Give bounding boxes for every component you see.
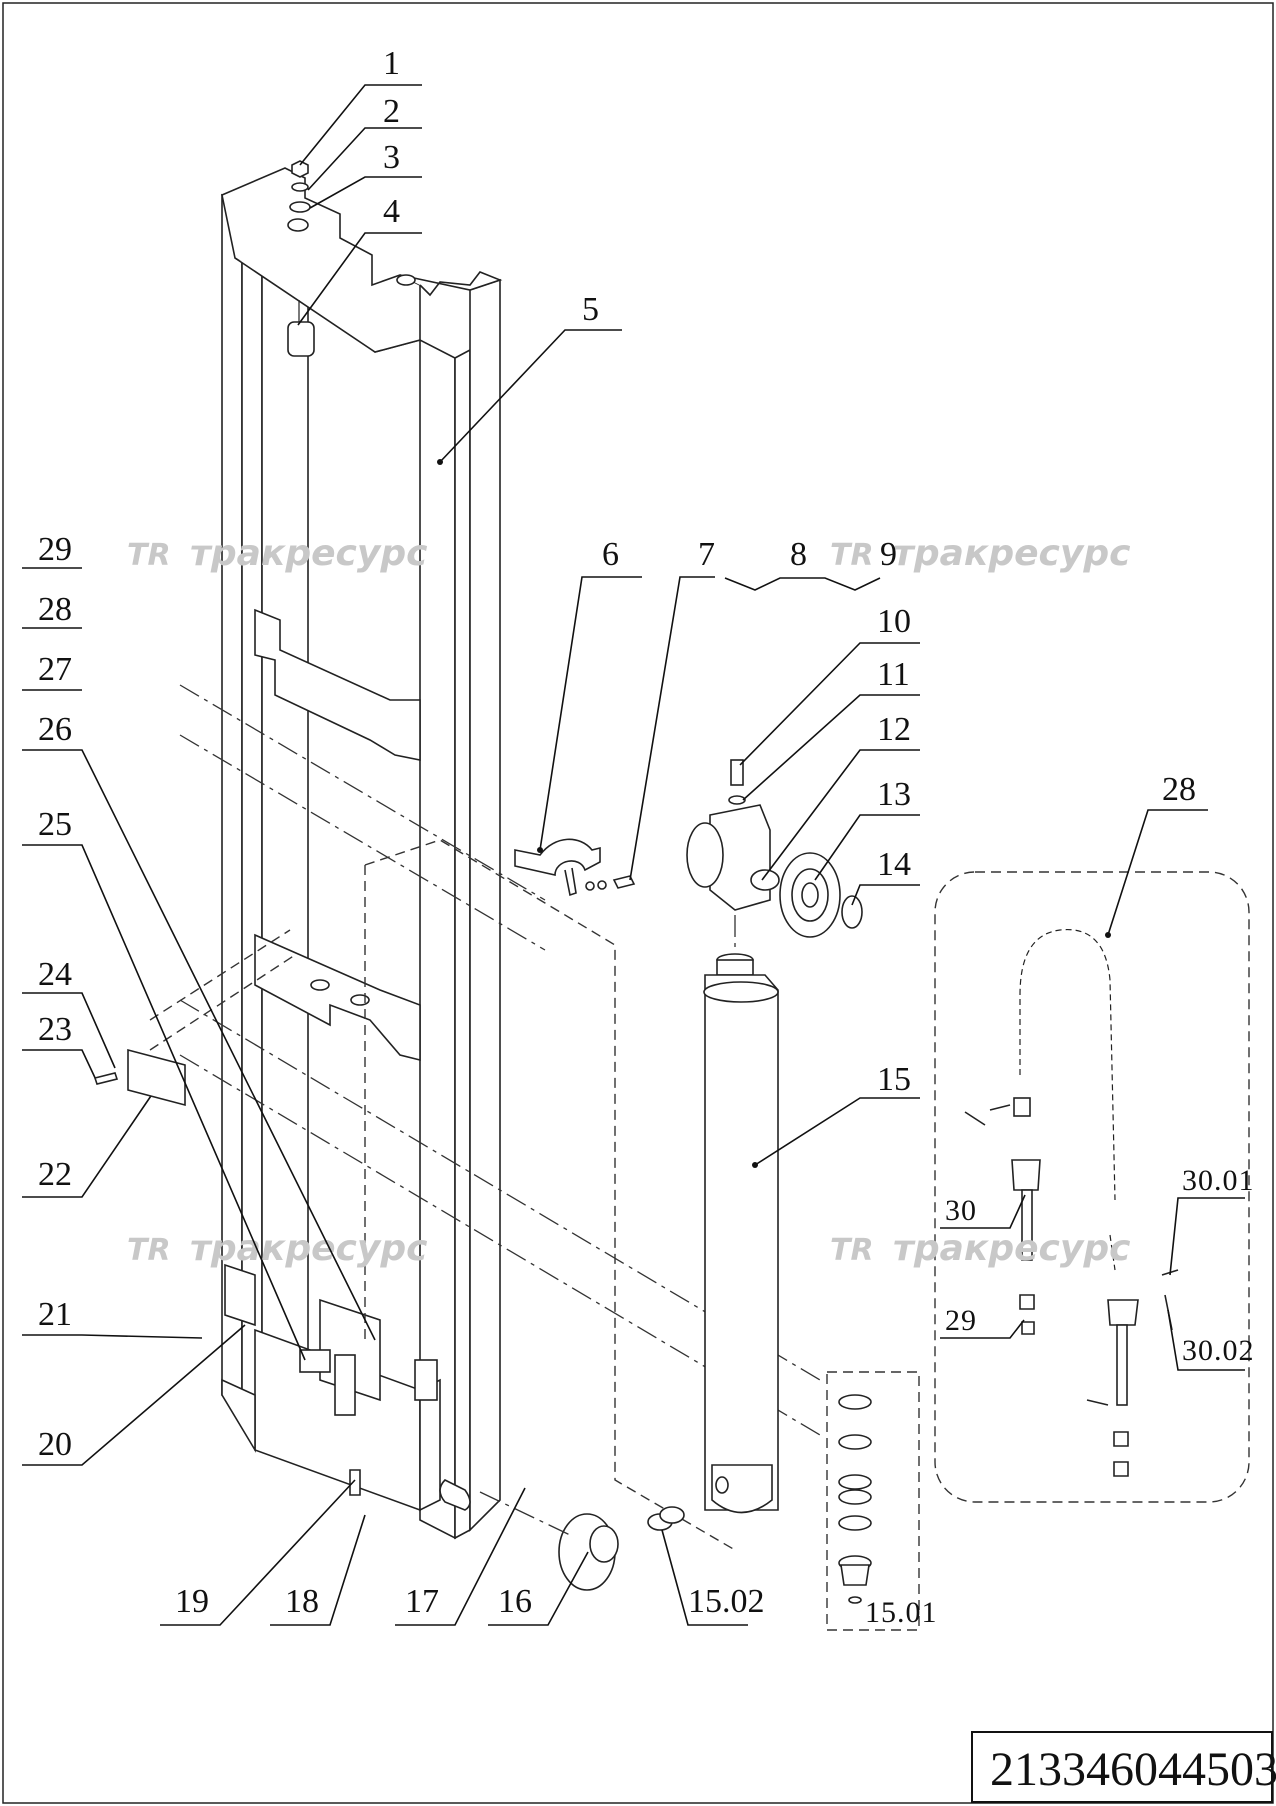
watermark-3: TR тракресурс [127,1228,427,1269]
load-roller [479,1491,619,1591]
svg-text:28: 28 [38,591,72,628]
callout-28: 28 [22,591,82,629]
svg-text:7: 7 [698,536,715,573]
svg-text:10: 10 [877,603,911,640]
callout-20: 20 [22,1324,246,1466]
callout-22: 22 [22,1089,156,1198]
callout-1: 1 [299,45,422,166]
pulley-assembly [686,759,863,950]
callout-16: 16 [488,1551,589,1626]
callout-30-01: 29 [940,1304,1025,1339]
mast-assembly [149,160,821,1551]
svg-text:3: 3 [383,139,400,176]
callout-12: 12 [761,711,920,881]
svg-text:213346044503: 213346044503 [990,1743,1276,1796]
svg-text:30: 30 [945,1194,977,1227]
callout-7: 7 [629,536,715,881]
svg-text:25: 25 [38,806,72,843]
callout-15-02: 15.02 [661,1529,765,1626]
svg-text:тракресурс: тракресурс [190,1228,427,1269]
callout-11: 11 [742,656,920,801]
callout-2: 2 [307,93,422,191]
chain-kit [934,871,1250,1503]
callout-5: 5 [437,291,622,465]
svg-text:27: 27 [38,651,72,688]
svg-text:TR: TR [127,1233,171,1268]
svg-text:тракресурс: тракресурс [893,533,1130,574]
svg-text:30.01: 30.01 [1182,1164,1255,1197]
callout-26: 26 [22,711,376,1341]
svg-text:15.02: 15.02 [688,1583,765,1620]
callout-15-01: 15.01 [865,1596,938,1629]
callout-9: 9 [880,536,897,573]
svg-text:29: 29 [38,531,72,568]
svg-text:8: 8 [790,536,807,573]
callout-21: 21 [22,1296,203,1339]
callout-30-04: 30.02 [1167,1309,1255,1371]
callout-23: 23 [22,1011,98,1083]
seal-kit [826,1371,920,1631]
callout-18: 18 [270,1514,366,1626]
svg-text:6: 6 [602,536,619,573]
svg-text:30.02: 30.02 [1182,1334,1255,1367]
svg-text:24: 24 [38,956,72,993]
watermark-2: TR тракресурс [830,533,1130,574]
lift-cylinder [647,953,779,1531]
watermark-1: TR тракресурс [127,533,427,574]
svg-text:12: 12 [877,711,911,748]
callout-27: 27 [22,651,82,691]
svg-text:11: 11 [877,656,910,693]
svg-text:17: 17 [405,1583,439,1620]
bolt-23 [93,1072,119,1085]
svg-text:13: 13 [877,776,911,813]
callout-3: 3 [309,139,422,209]
svg-text:21: 21 [38,1296,72,1333]
callout-25: 25 [22,806,306,1361]
svg-text:16: 16 [498,1583,532,1620]
svg-text:18: 18 [285,1583,319,1620]
svg-text:1: 1 [383,45,400,82]
svg-text:15.01: 15.01 [865,1596,938,1629]
callout-13: 13 [814,776,920,881]
callout-30-02: 30 [940,1194,1026,1229]
svg-text:20: 20 [38,1426,72,1463]
svg-text:9: 9 [880,536,897,573]
svg-text:2: 2 [383,93,400,130]
watermark-4: TR тракресурс [830,1228,1130,1269]
svg-text:22: 22 [38,1156,72,1193]
svg-text:тракресурс: тракресурс [190,533,427,574]
callout-30-03: 30.01 [1169,1164,1255,1276]
svg-text:14: 14 [877,846,911,883]
svg-text:5: 5 [582,291,599,328]
callout-17: 17 [395,1487,526,1626]
callout-24: 24 [22,956,116,1069]
callout-6: 6 [537,536,642,853]
callout-10: 10 [739,603,920,766]
callout-14: 14 [851,846,920,906]
callout-19: 19 [160,1479,356,1626]
svg-text:23: 23 [38,1011,72,1048]
svg-text:29: 29 [945,1304,977,1337]
svg-text:28: 28 [1162,771,1196,808]
callout-30: 28 [1105,771,1208,938]
svg-text:тракресурс: тракресурс [893,1228,1130,1269]
svg-text:TR: TR [830,538,874,573]
callout-15: 15 [752,1061,920,1168]
callout-4: 4 [297,193,422,326]
svg-text:26: 26 [38,711,72,748]
plate-22 [127,1048,186,1107]
svg-text:TR: TR [830,1233,874,1268]
callout-8: 8 [790,536,807,573]
svg-text:4: 4 [383,193,400,230]
callout-29: 29 [22,531,82,569]
drawing-number-box: 213346044503 [971,1731,1276,1803]
svg-text:TR: TR [127,538,171,573]
svg-text:19: 19 [175,1583,209,1620]
clamp-bracket [514,838,636,897]
svg-text:15: 15 [877,1061,911,1098]
callout-7-9-bracket [724,577,881,591]
